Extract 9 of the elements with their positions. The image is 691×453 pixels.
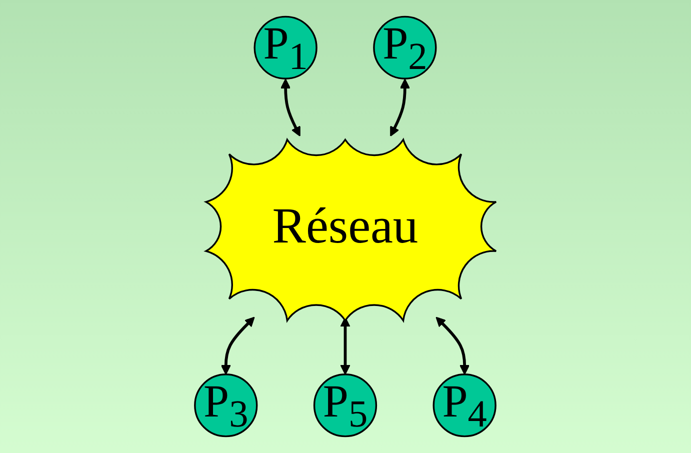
node-circle: P$_{5}$ bbox=[313, 374, 378, 438]
node-circle: P$_{3}$ bbox=[194, 374, 258, 438]
arrow bbox=[436, 316, 470, 375]
arrow bbox=[280, 78, 300, 136]
node-circle: P$_{2}$ bbox=[373, 16, 437, 80]
node-circle: P$_{4}$ bbox=[432, 374, 496, 438]
arrow bbox=[390, 78, 410, 136]
node-circle: P$_{1}$ bbox=[254, 16, 318, 80]
arrow bbox=[220, 316, 255, 375]
